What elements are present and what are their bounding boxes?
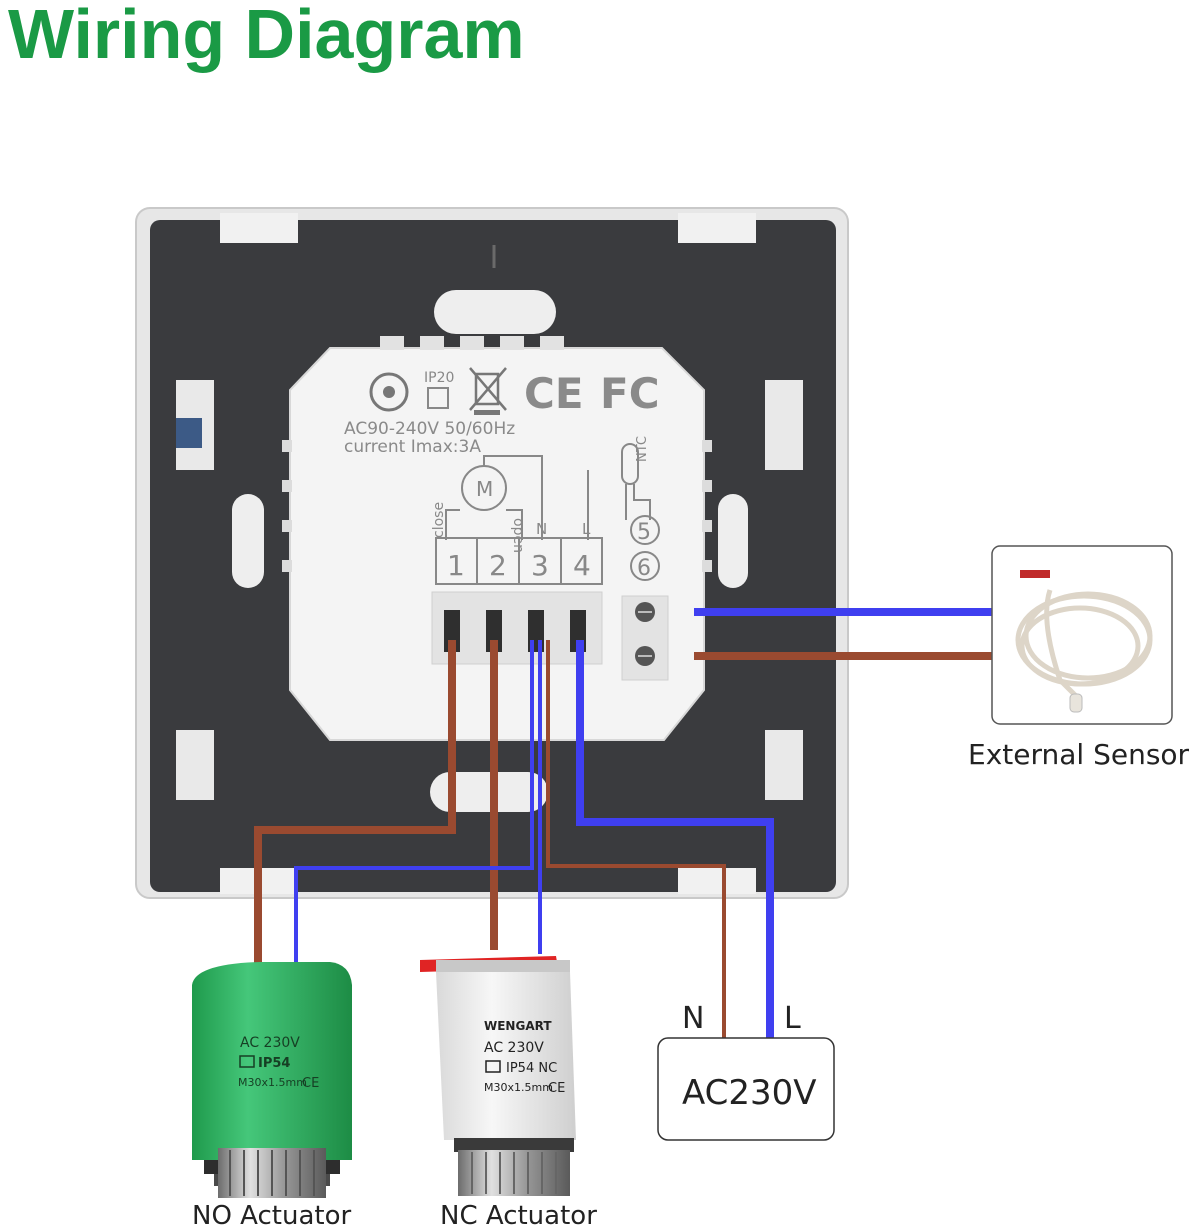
nc-actuator-line2: IP54 NC [506,1061,557,1076]
no-actuator-wire-brown [254,640,456,968]
no-actuator-label: NO Actuator [192,1201,352,1228]
close-label: close [431,502,447,538]
no-actuator-line2: IP54 [258,1056,290,1071]
ip-rating-label: IP20 [424,370,454,386]
nc-actuator-brand: WENGART [484,1019,552,1033]
wires [254,608,996,1040]
ntc-sensor-icon [621,443,651,520]
rating-line-2: current Imax:3A [344,437,481,457]
terminal-3-label: 3 [531,549,549,582]
power-n-label: N [682,1001,704,1036]
page-title: Wiring Diagram [8,0,525,73]
weee-bin-icon [469,367,507,415]
neutral-wire-brown [546,640,726,1040]
power-label: AC230V [682,1073,817,1113]
ce-mark: CE [524,369,584,418]
nc-actuator-line3: M30x1.5mm [484,1081,553,1094]
terminal-5-label: 5 [637,520,651,545]
terminal-1-label: 1 [447,549,465,582]
ntc-label: NTC [635,436,650,462]
no-actuator-line1: AC 230V [240,1035,300,1051]
nc-actuator-line1: AC 230V [484,1040,544,1056]
earth-circle-icon [369,372,409,412]
nc-actuator-label: NC Actuator [440,1201,597,1228]
motor-symbol-icon: M [445,455,589,540]
rating-line-1: AC90-240V 50/60Hz [344,419,515,439]
svg-text:M: M [476,477,493,501]
no-actuator-line3: M30x1.5mm [238,1076,307,1089]
external-sensor: External Sensor [968,545,1190,771]
l-label: L [582,520,591,538]
no-actuator: AC 230V IP54 M30x1.5mm CE NO Actuator [192,962,352,1228]
power-supply: AC230V N L [657,1001,835,1141]
nc-actuator: WENGART AC 230V IP54 NC M30x1.5mm CE NC … [420,956,597,1228]
terminal-2-label: 2 [489,549,507,582]
nc-actuator-ce-mark: CE [548,1081,565,1096]
power-l-label: L [784,1001,801,1036]
no-actuator-ce-mark: CE [302,1076,319,1091]
open-label: open [510,518,526,553]
double-insulation-icon [427,387,449,409]
no-actuator-wire-blue [294,640,534,968]
thermostat-module: IP20 CE FC AC90-240V 50/60Hz current Ima… [282,336,712,741]
terminal-4-label: 4 [573,549,591,582]
terminal-6-label: 6 [637,556,651,581]
fc-mark: FC [600,369,660,418]
external-sensor-label: External Sensor [968,738,1190,771]
live-wire-blue [576,640,774,1040]
terminal-block [431,591,669,681]
n-label: N [536,520,547,538]
